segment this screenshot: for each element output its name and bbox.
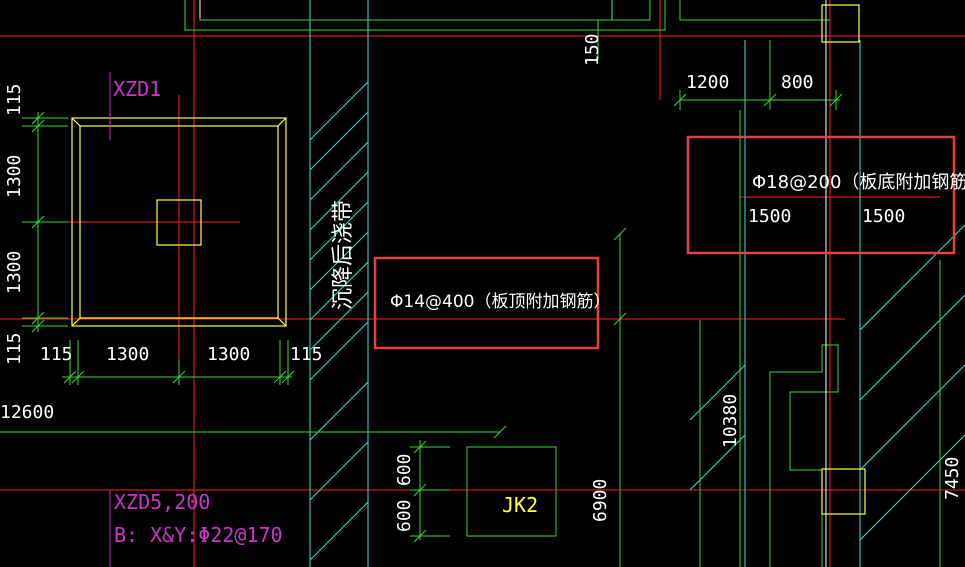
column-top-right [821,4,860,43]
annotation-box-bottom-rebar[interactable] [686,135,956,255]
dim-150: 150 [582,33,603,66]
dim-1500-right: 1500 [862,206,905,227]
label-settlement-pour-strip: 沉降后浇带 [331,200,356,310]
column-bottom-right [821,468,866,515]
dim-12600: 12600 [0,402,54,423]
dim-bottom-1300-a: 1300 [106,344,149,365]
dimension-lines [0,0,941,567]
label-jk2: JK2 [502,493,538,517]
jk2-outline [466,446,557,537]
label-xzd5-rebar: B: X&Y:Φ22@170 [114,523,283,547]
footing-xzd1-inner [79,125,279,319]
label-bottom-rebar: Φ18@200（板底附加钢筋） [752,172,965,193]
dim-left-115-bottom: 115 [4,332,25,365]
column-xzd1 [156,199,202,246]
label-xzd5: XZD5,200 [114,490,210,514]
annotation-box-top-rebar[interactable] [373,256,600,350]
top-outline [184,0,666,31]
dim-left-115-top: 115 [4,83,25,116]
dim-1200: 1200 [686,72,729,93]
dim-bottom-115-left: 115 [40,344,73,365]
structural-lines [309,0,965,567]
dim-10380: 10380 [720,394,741,448]
dim-600-a: 600 [394,453,415,486]
white-lines [199,0,827,567]
dimension-texts: 150 1200 800 1500 1500 115 1300 1300 115… [0,33,963,532]
dim-1500-left: 1500 [748,206,791,227]
dim-600-b: 600 [394,499,415,532]
dim-bottom-1300-b: 1300 [207,344,250,365]
label-top-rebar: Φ14@400（板顶附加钢筋） [390,292,610,312]
dim-7450: 7450 [942,457,963,500]
dim-800: 800 [781,72,814,93]
dim-6900: 6900 [590,479,611,522]
dim-left-1300-b: 1300 [4,251,25,294]
yellow-outlines [71,4,866,515]
footing-xzd1-outer [71,117,287,327]
dim-left-1300-a: 1300 [4,155,25,198]
dim-bottom-115-right: 115 [290,344,323,365]
label-xzd1: XZD1 [113,77,161,101]
